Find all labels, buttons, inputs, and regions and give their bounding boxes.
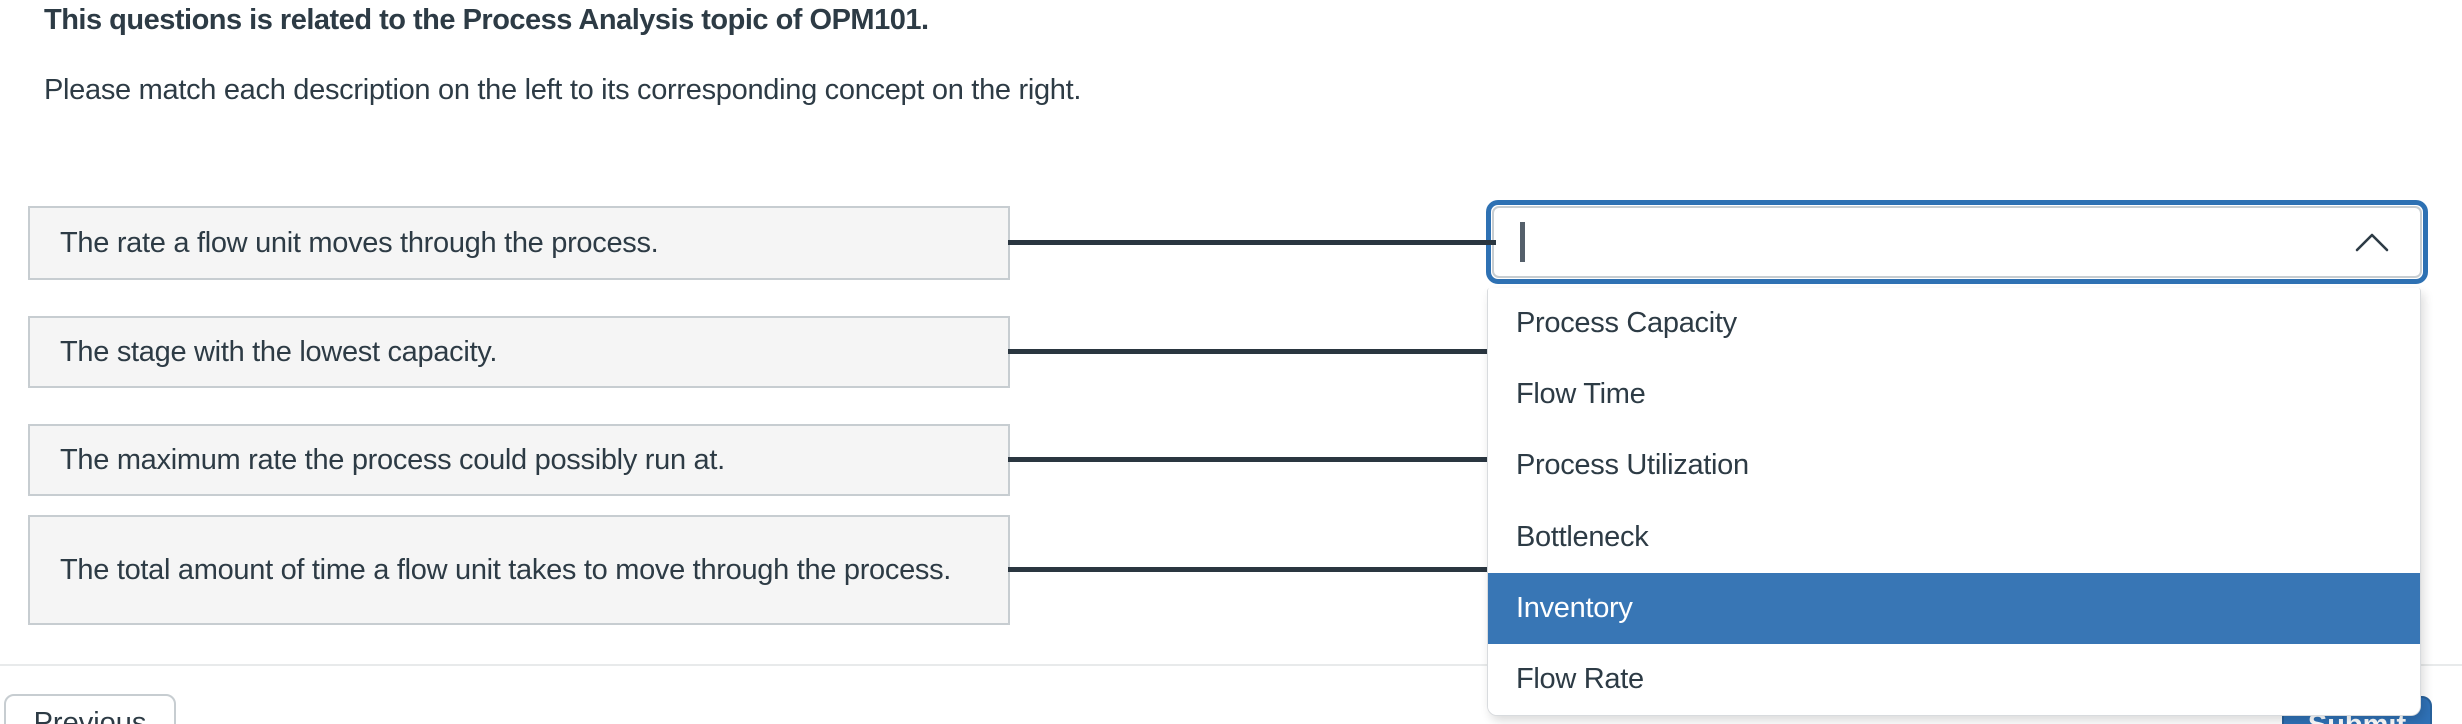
description-box-3: The maximum rate the process could possi… [28, 424, 1010, 496]
dropdown-option-flow-time[interactable]: Flow Time [1488, 359, 2420, 431]
dropdown-options-panel: Process Capacity Flow Time Process Utili… [1487, 288, 2421, 716]
footer-divider [0, 664, 2462, 666]
description-text: The total amount of time a flow unit tak… [60, 553, 952, 586]
dropdown-option-bottleneck[interactable]: Bottleneck [1488, 501, 2420, 573]
connector-line-3 [1008, 457, 1492, 462]
dropdown-option-inventory[interactable]: Inventory [1488, 572, 2420, 644]
chevron-up-icon[interactable] [2354, 231, 2390, 253]
dropdown-option-process-capacity[interactable]: Process Capacity [1488, 288, 2420, 360]
text-cursor [1520, 222, 1525, 262]
description-box-4: The total amount of time a flow unit tak… [28, 515, 1010, 625]
connector-line-4 [1008, 567, 1492, 572]
connector-line-1 [1008, 240, 1496, 245]
instruction-text: Please match each description on the lef… [44, 74, 1082, 106]
description-box-1: The rate a flow unit moves through the p… [28, 206, 1010, 280]
description-box-2: The stage with the lowest capacity. [28, 316, 1010, 388]
page-title: This questions is related to the Process… [44, 4, 929, 36]
connector-line-2 [1008, 349, 1492, 354]
description-text: The stage with the lowest capacity. [60, 335, 498, 368]
dropdown-option-process-utilization[interactable]: Process Utilization [1488, 430, 2420, 502]
combobox-input[interactable] [1492, 206, 2422, 278]
description-text: The maximum rate the process could possi… [60, 443, 725, 476]
previous-button[interactable]: Previous [4, 694, 176, 724]
dropdown-option-flow-rate[interactable]: Flow Rate [1488, 643, 2420, 715]
concept-combobox[interactable] [1486, 200, 2428, 284]
description-text: The rate a flow unit moves through the p… [60, 226, 659, 259]
